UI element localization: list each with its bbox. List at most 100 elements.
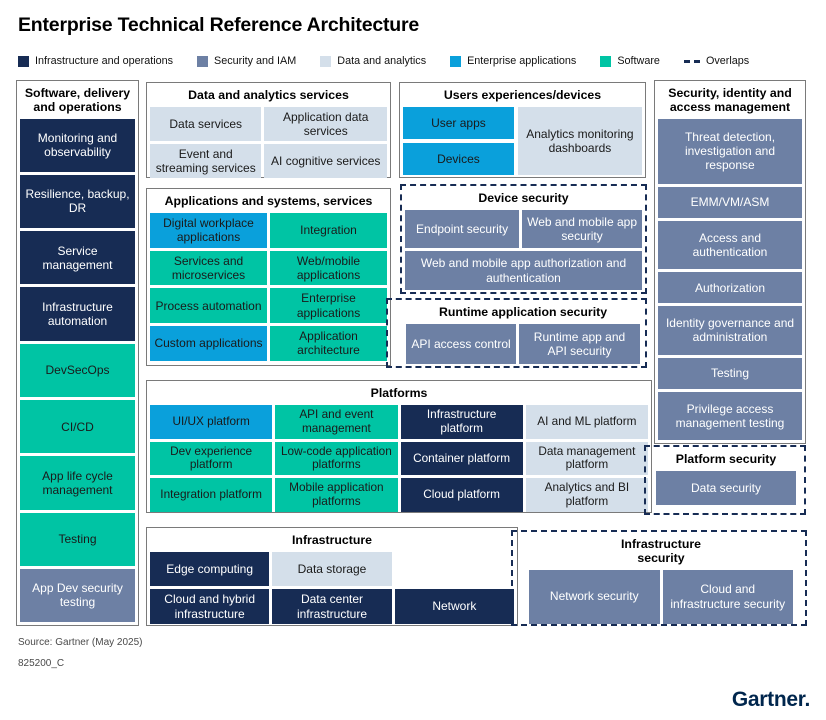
section-title: Infrastructure security [621,537,701,565]
legend-item-data-analytics: Data and analytics [320,55,426,67]
section-title: Applications and systems, services [164,194,373,208]
diagram-box: Services and microservices [150,250,267,286]
section-infrastructure-security: Infrastructure security Network security… [511,530,807,626]
legend-swatch-teal [600,55,612,67]
diagram-box: Access and authentication [658,220,802,270]
diagram-box: Low-code application platforms [275,441,398,476]
diagram-box: Digital workplace applications [150,212,267,248]
legend-label: Infrastructure and operations [35,55,174,67]
diagram-box: User apps [403,106,514,139]
section-items: Data services Application data services … [150,106,387,179]
legend-swatch-navy [18,55,29,67]
diagram-box: Enterprise applications [270,288,387,324]
diagram-box: Process automation [150,288,267,324]
diagram-box: Application architecture [270,326,387,361]
legend: Infrastructure and operations Security a… [18,55,749,67]
section-items: Monitoring and observability Resilience,… [20,118,135,623]
diagram-box: Integration [270,212,387,248]
section-items: UI/UX platform API and event management … [150,404,648,513]
section-software-delivery-operations: Software, delivery and operations Monito… [16,80,139,626]
section-title: Users experiences/devices [443,88,602,102]
diagram-box: Cloud platform [400,478,523,513]
legend-label: Software [617,55,660,67]
diagram-box: AI and ML platform [525,404,648,439]
section-items: API access control Runtime app and API s… [406,323,640,364]
section-title: Infrastructure [292,533,372,547]
legend-item-infrastructure: Infrastructure and operations [18,55,173,67]
diagram-box: Cloud and infrastructure security [662,569,793,624]
diagram-box: App life cycle management [20,456,135,510]
legend-swatch-dashed-line [683,59,700,63]
section-title: Platforms [370,386,428,400]
diagram-box: Data storage [272,551,392,587]
diagram-box: EMM/VM/ASM [658,186,802,218]
diagram-box: API and event management [275,404,398,439]
section-items: Endpoint security Web and mobile app sec… [405,209,642,290]
legend-item-security-iam: Security and IAM [197,55,296,67]
diagram-box: Authorization [658,272,802,304]
diagram-box: Endpoint security [405,209,520,249]
diagram-box: Runtime app and API security [519,323,640,364]
legend-item-overlaps: Overlaps [683,55,750,67]
diagram-box: Testing [20,512,135,566]
section-title: Runtime application security [438,305,608,319]
section-security-identity-access-management: Security, identity and access management… [654,80,806,444]
diagram-box: Testing [658,357,802,389]
diagram-box: Application data services [264,106,387,142]
diagram-box: Infrastructure automation [20,287,135,341]
gartner-logo: Gartner. [731,688,810,711]
legend-swatch-slate [197,55,209,67]
legend-item-enterprise-apps: Enterprise applications [450,55,576,67]
diagram-box: API access control [406,323,516,364]
section-items: Threat detection, investigation and resp… [658,118,802,441]
diagram-box: Infrastructure platform [400,404,523,439]
diagram-box: Web and mobile app authorization and aut… [405,251,642,290]
diagram-box: Integration platform [150,478,273,513]
section-users-experiences-devices: Users experiences/devices User apps Anal… [399,82,646,178]
section-items: Data security [656,470,796,505]
legend-label: Data and analytics [337,55,427,67]
diagram-box: Custom applications [150,326,267,361]
diagram-box: Resilience, backup, DR [20,174,135,229]
diagram-box: Container platform [400,441,523,476]
diagram-box: AI cognitive services [264,144,387,179]
page-title: Enterprise Technical Reference Architect… [18,14,420,36]
diagram-box: Network security [529,569,660,624]
source-note: Source: Gartner (May 2025) [18,637,143,648]
diagram-box: Privilege access management testing [658,391,802,441]
diagram-box: Event and streaming services [150,144,262,179]
diagram-box: Analytics monitoring dashboards [517,106,642,175]
diagram-box: Service management [20,231,135,285]
section-platforms: Platforms UI/UX platform API and event m… [146,380,652,513]
diagram-box: Mobile application platforms [275,478,398,513]
diagram-box: App Dev security testing [20,568,135,623]
section-title: Device security [478,191,569,205]
document-id: 825200_C [18,658,65,669]
section-infrastructure: Infrastructure Edge computing Data stora… [146,527,518,626]
legend-label: Enterprise applications [467,55,577,67]
diagram-box: Monitoring and observability [20,118,135,172]
section-title: Security, identity and access management [668,86,792,114]
legend-item-software: Software [600,55,660,67]
section-title: Data and analytics services [188,88,349,102]
section-items: Edge computing Data storage Cloud and hy… [150,551,514,624]
diagram-box: Data services [150,106,262,142]
section-device-security: Device security Endpoint security Web an… [400,184,647,294]
diagram-box: Web/mobile applications [270,250,387,286]
legend-label: Overlaps [705,55,750,67]
diagram-box: Dev experience platform [150,441,273,476]
section-data-analytics-services: Data and analytics services Data service… [146,82,391,179]
diagram-box: Network [394,589,514,624]
diagram-box: Web and mobile app security [522,209,642,249]
legend-swatch-lblue [320,55,332,67]
section-title: Platform security [675,452,777,466]
diagram-box: Analytics and BI platform [525,478,648,513]
section-items: Network security Cloud and infrastructur… [529,569,793,624]
diagram-box: Cloud and hybrid infrastructure [150,589,270,624]
section-title: Software, delivery and operations [24,86,131,114]
legend-swatch-blue [450,55,462,67]
diagram-box: Identity governance and administration [658,306,802,355]
diagram-box: Data management platform [525,441,648,476]
empty-cell [395,552,514,587]
